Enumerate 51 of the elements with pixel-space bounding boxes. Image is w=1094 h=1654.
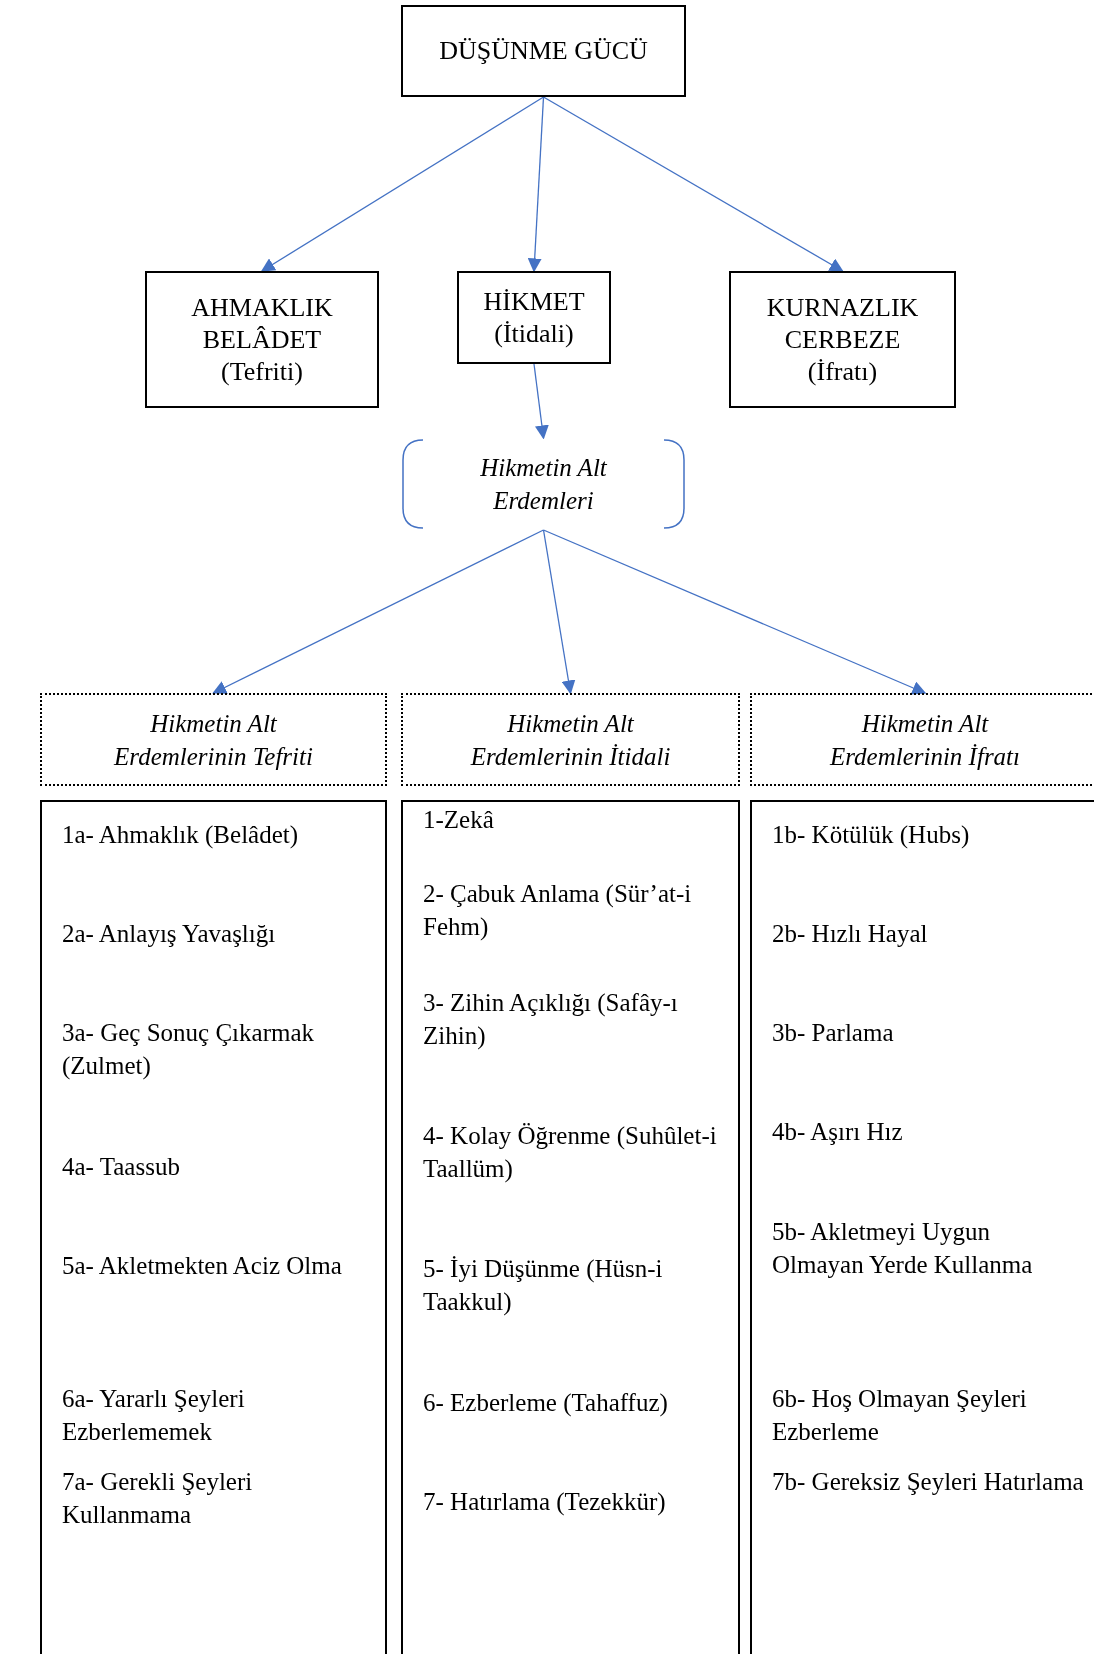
list-item: 5b- Akletmeyi Uygun Olmayan Yerde Kullanma [772,1217,1034,1280]
list-item: 6b- Hoş Olmayan Şeyleri Ezberleme [772,1384,1028,1447]
dotted-header-box [750,693,1094,786]
list-item: 3- Zihin Açıklığı (Safây-ı Zihin) [423,988,679,1052]
arrow [212,529,545,694]
list-item: 5- İyi Düşünme (Hüsn-i Taakkul) [423,1254,664,1318]
arrow [533,363,549,440]
concept-box [457,271,611,364]
node-label: Hikmetin Alt Erdemlerinin İfratı [828,708,1021,772]
concept-box [729,271,956,408]
node-label: Hikmetin Alt Erdemlerinin Tefriti [112,708,314,772]
node-label: HİKMET [483,285,585,318]
list-item: 6- Ezberleme (Tahaffuz) [423,1388,669,1419]
concept-box [145,271,379,408]
list-item: 3b- Parlama [772,1018,895,1048]
list-item: 6a- Yararlı Şeyleri Ezberlememek [62,1384,246,1447]
arrow [527,96,545,273]
list-item: 2a- Anlayış Yavaşlığı [62,919,277,949]
node-label: DÜŞÜNME GÜCÜ [439,35,648,67]
list-item: 1-Zekâ [423,805,495,835]
list-item: 3a- Geç Sonuç Çıkarmak (Zulmet) [62,1018,315,1082]
node-label: (İtidali) [494,317,574,350]
list-panel [401,800,740,1654]
list-item: 4a- Taassub [62,1152,181,1182]
list-item: 4- Kolay Öğrenme (Suhûlet-i Taallüm) [423,1121,718,1185]
list-item: 4b- Aşırı Hız [772,1117,904,1147]
arrow [542,96,844,272]
node-label: (İfratı) [807,355,878,388]
list-item: 1a- Ahmaklık (Belâdet) [62,820,300,851]
node-label: Hikmetin Alt Erdemlerinin İtidali [469,708,672,772]
list-panel [750,800,1094,1654]
list-item: 7- Hatırlama (Tezekkür) [423,1487,667,1518]
node-label: AHMAKLIK [191,291,333,324]
list-item: 2b- Hızlı Hayal [772,919,929,949]
node-label: CERBEZE [784,323,901,356]
node-label: (Tefriti) [221,355,303,388]
arrow [542,529,576,695]
dotted-header-box [401,693,740,786]
list-item: 7b- Gereksiz Şeyleri Hatırlama [772,1467,1085,1497]
list-item: 1b- Kötülük (Hubs) [772,820,971,850]
node-label: Hikmetin Alt Erdemleri [479,453,608,516]
dotted-header-box [40,693,387,786]
list-item: 2- Çabuk Anlama (Sür’at-i Fehm) [423,879,693,942]
arrow [542,529,927,695]
concept-box [401,5,686,97]
list-item: 7a- Gerekli Şeyleri Kullanmama [62,1467,254,1530]
list-item: 5a- Akletmekten Aciz Olma [62,1251,343,1281]
node-label: KURNAZLIK [766,291,919,324]
node-label: BELÂDET [202,323,322,356]
arrow [260,96,545,272]
list-panel [40,800,387,1654]
